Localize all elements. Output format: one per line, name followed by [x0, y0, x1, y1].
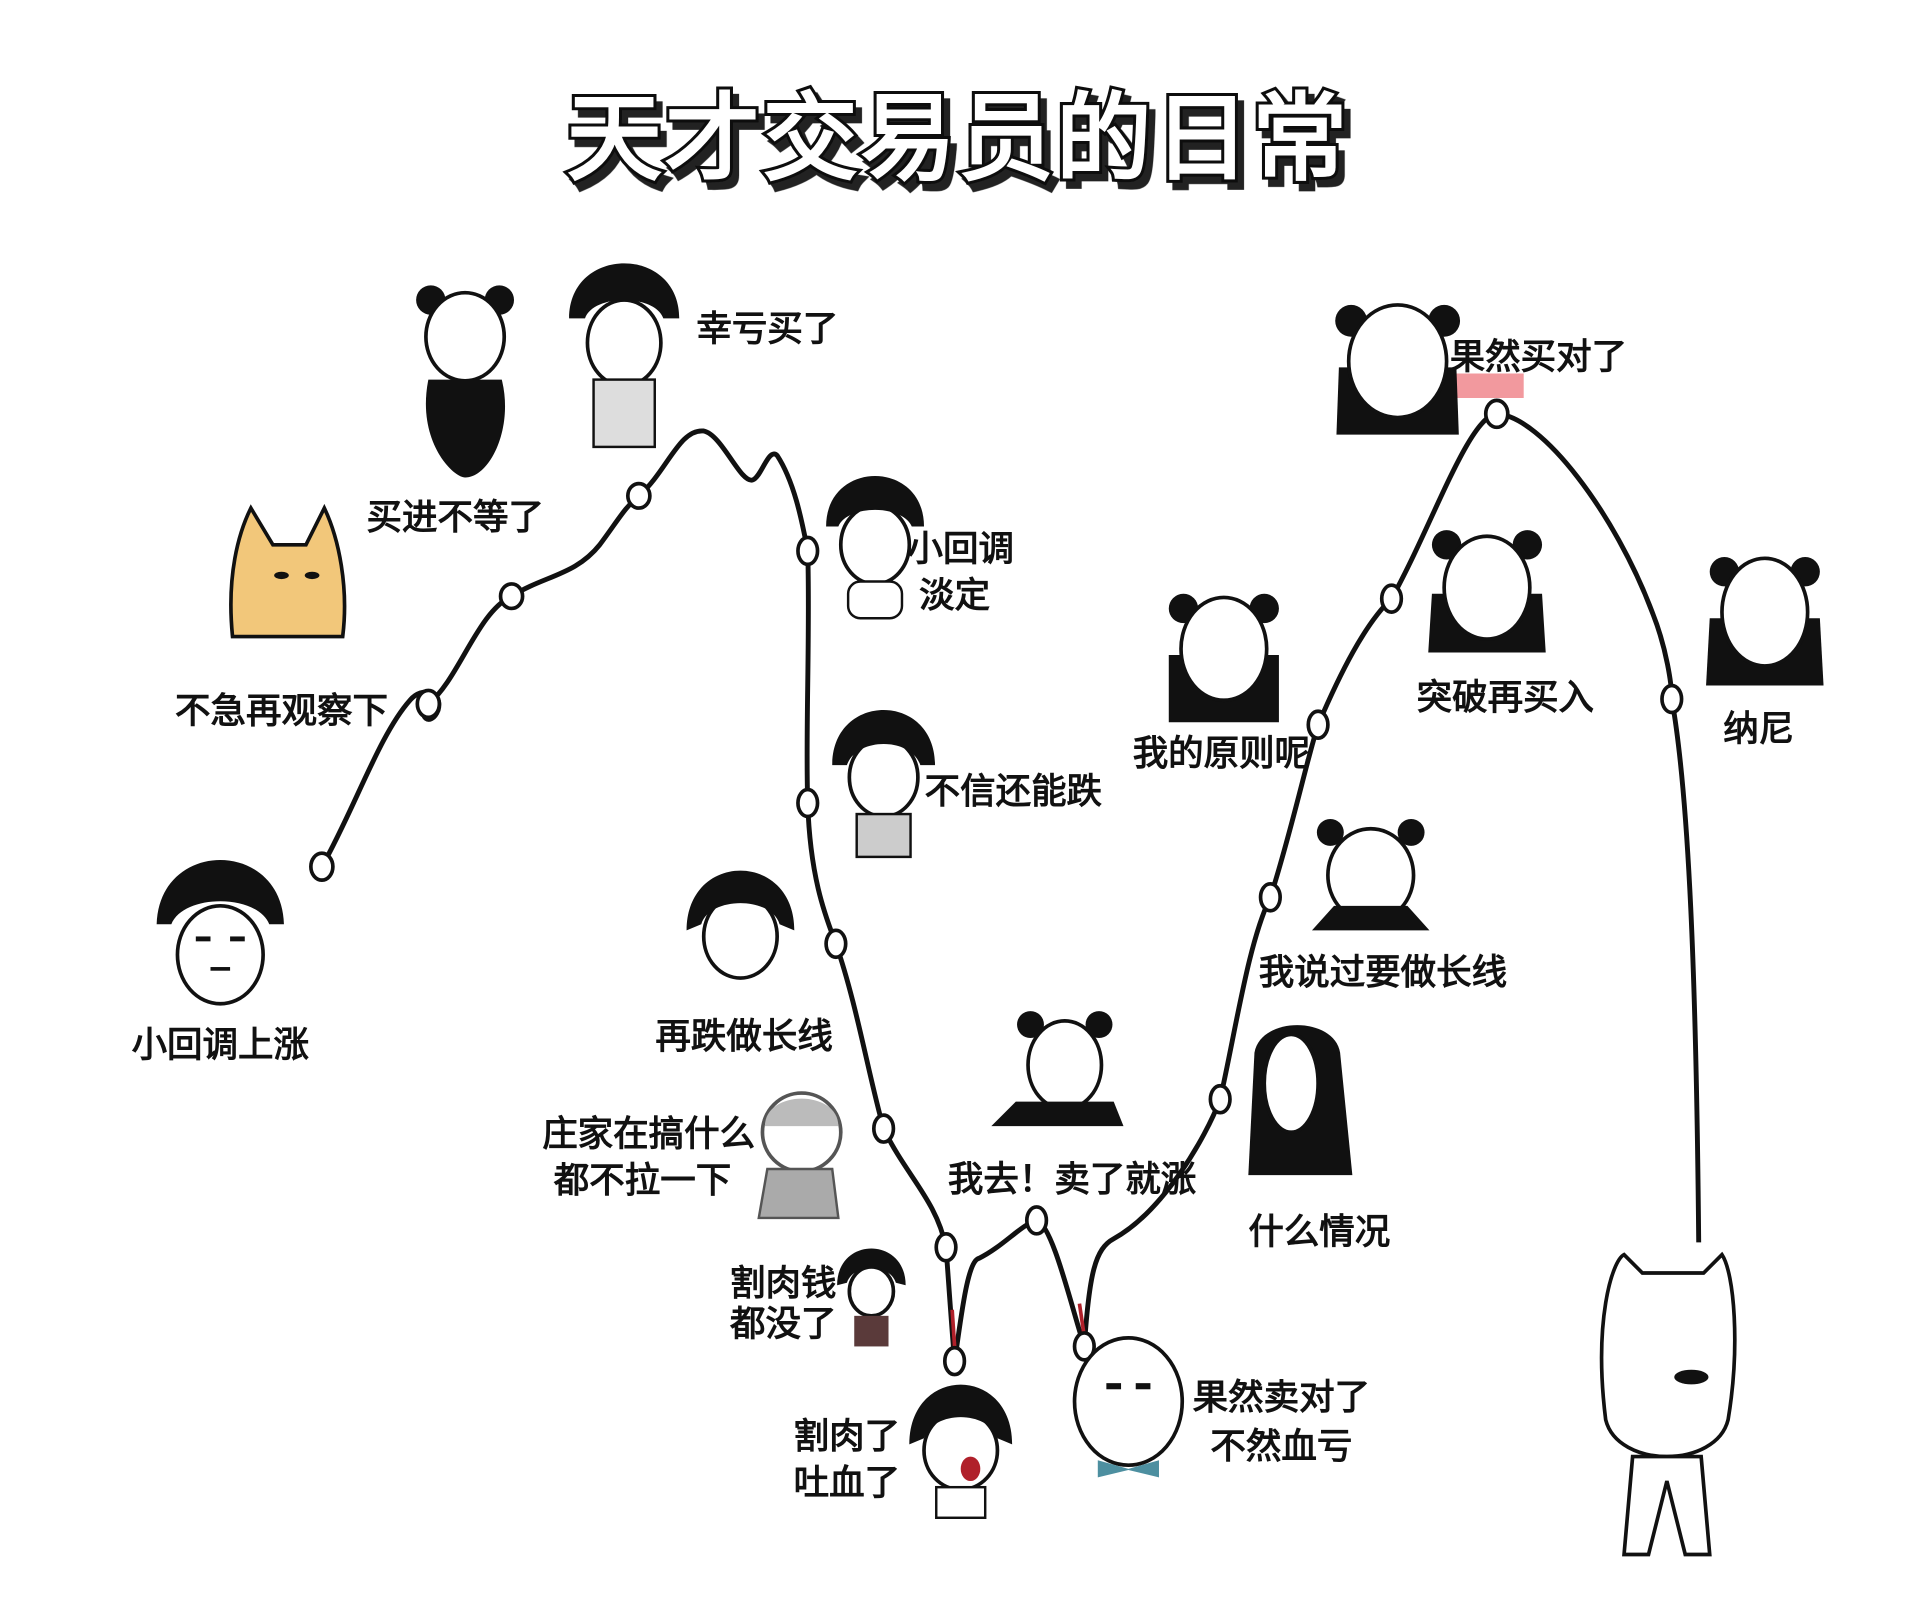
- label-bought-right: 果然买对了: [1450, 337, 1627, 378]
- stage-labels: 小回调上涨 不急再观察下 买进不等了 幸亏买了 小回调 淡定 不信还能跌 再跌做…: [132, 308, 1795, 1503]
- label-cut-loss-1: 割肉了: [794, 1416, 900, 1457]
- highlight-peak: [1450, 373, 1524, 398]
- page-title: 天才交易员的日常: [567, 83, 1350, 195]
- label-pullback-calm-1: 小回调: [907, 529, 1013, 570]
- node: [871, 1113, 896, 1144]
- label-no-money-2: 都没了: [729, 1303, 836, 1344]
- label-nani: 纳尼: [1723, 709, 1794, 750]
- label-buy-now: 买进不等了: [367, 497, 544, 538]
- label-what-happened: 什么情况: [1248, 1212, 1390, 1253]
- doge-character-icon: [229, 503, 347, 639]
- blood-drip-1: [950, 1309, 957, 1347]
- node: [1379, 583, 1404, 614]
- panda-character-icon: [1706, 556, 1824, 686]
- node: [415, 688, 442, 720]
- mushroom-head-character-icon: [156, 859, 284, 1006]
- label-sold-right-1: 果然卖对了: [1193, 1377, 1370, 1418]
- label-sold-right-2: 不然血亏: [1210, 1426, 1352, 1467]
- label-sold-then-rise: 我去！卖了就涨: [948, 1159, 1197, 1200]
- node: [796, 787, 820, 819]
- mushroom-head-character-icon: [832, 710, 936, 859]
- node: [1258, 881, 1282, 913]
- gray-monkey-character-icon: [757, 1091, 843, 1220]
- label-market-maker-2: 都不拉一下: [553, 1160, 731, 1201]
- label-my-principles: 我的原则呢: [1133, 733, 1310, 774]
- node: [934, 1232, 958, 1263]
- label-wait-and-observe: 不急再观察下: [175, 690, 388, 731]
- mushroom-head-crying-character-icon: [837, 1248, 906, 1347]
- node: [1660, 683, 1684, 715]
- label-no-money-1: 割肉钱: [730, 1263, 836, 1304]
- blood-drip-2: [1077, 1303, 1087, 1337]
- node: [1072, 1331, 1096, 1362]
- node: [1024, 1205, 1049, 1236]
- mushroom-head-character-icon: [686, 870, 795, 980]
- panda-waving-character-icon: [991, 1011, 1124, 1127]
- node: [626, 481, 652, 510]
- label-glad-bought: 幸亏买了: [696, 308, 838, 349]
- label-said-long-term: 我说过要做长线: [1259, 952, 1507, 993]
- label-market-maker-1: 庄家在搞什么: [542, 1114, 755, 1155]
- node: [498, 582, 525, 611]
- label-cut-loss-2: 吐血了: [794, 1463, 900, 1504]
- mushroom-head-character-icon: [569, 263, 680, 449]
- node: [942, 1345, 967, 1377]
- panda-covering-mouth-character-icon: [1311, 818, 1430, 931]
- mushroom-head-character-icon: [826, 475, 925, 620]
- node: [824, 928, 848, 960]
- label-hold-long-term: 再跌做长线: [655, 1016, 832, 1057]
- curve-nodes: [309, 398, 1684, 1377]
- mushroom-head-vomiting-blood-character-icon: [909, 1384, 1013, 1519]
- label-small-pullback-rise: 小回调上涨: [132, 1024, 310, 1065]
- panda-smirking-character-icon: [1335, 303, 1461, 435]
- node: [1483, 398, 1510, 430]
- label-pullback-calm-2: 淡定: [919, 575, 990, 616]
- node: [796, 535, 820, 567]
- long-face-character-icon: [1248, 1025, 1353, 1176]
- node: [309, 851, 335, 882]
- egg-face-bowtie-character-icon: [1072, 1336, 1185, 1478]
- panda-character-icon: [1168, 593, 1279, 723]
- panda-character-icon: [1428, 530, 1546, 653]
- node: [1208, 1083, 1232, 1115]
- hanging-cat-character-icon: [1599, 1251, 1737, 1557]
- node: [1306, 709, 1330, 741]
- panda-dancing-character-icon: [416, 285, 515, 478]
- label-cant-fall-more: 不信还能跌: [925, 771, 1103, 812]
- label-breakout-buy: 突破再买入: [1417, 677, 1594, 718]
